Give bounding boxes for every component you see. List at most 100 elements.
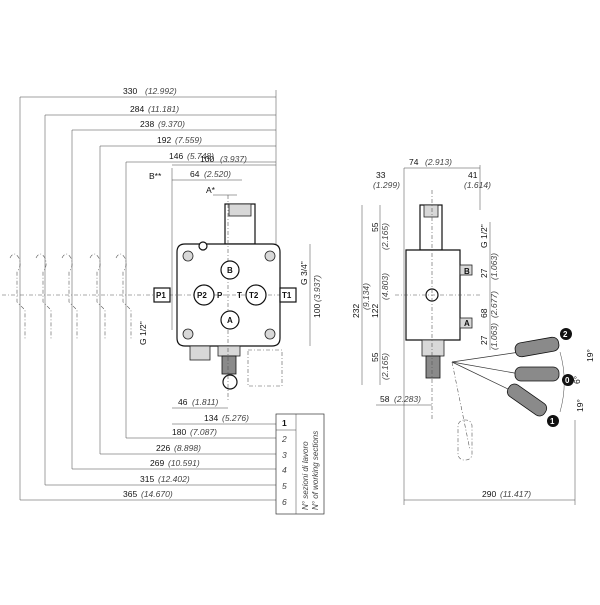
dim-100v-in: (3.937) (312, 275, 322, 302)
dim-192-in: (7.559) (175, 135, 202, 145)
dim-68-in: (2.677) (489, 291, 499, 318)
dim-g12-front: G 1/2" (138, 321, 148, 345)
dim-27-bottom: 27 (479, 335, 489, 345)
dim-269: 269 (150, 458, 164, 468)
dim-100v: 100 (312, 304, 322, 318)
overall-dimension-lines (19, 90, 277, 300)
position-2-badge (560, 328, 572, 340)
dim-27-top-in: (1.063) (489, 253, 499, 280)
dim-58: 58 (380, 394, 390, 404)
dim-68: 68 (479, 308, 489, 318)
dim-180-in: (7.087) (190, 427, 217, 437)
dim-55-top: 55 (370, 222, 380, 232)
dim-27-top: 27 (479, 268, 489, 278)
side-port-a: A (464, 319, 470, 328)
dim-55-bottom-in: (2.165) (380, 353, 390, 380)
dim-100-in: (3.937) (220, 154, 247, 164)
dim-365-in: (14.670) (141, 489, 173, 499)
label-a-star: A* (206, 185, 216, 195)
port-t: T (237, 291, 242, 300)
section-number-2: 2 (281, 434, 287, 444)
section-number-6: 6 (282, 497, 287, 507)
dim-238: 238 (140, 119, 154, 129)
dim-180: 180 (172, 427, 186, 437)
sections-label-it: N° sezioni di lavoro (301, 441, 310, 510)
side-port-b: B (464, 267, 470, 276)
dim-238-in: (9.370) (158, 119, 185, 129)
dim-330: 330 (123, 86, 137, 96)
position-0-badge (562, 374, 574, 386)
port-b: B (227, 266, 233, 275)
dim-58-in: (2.283) (394, 394, 421, 404)
dim-g34: G 3/4" (299, 261, 309, 285)
dim-290: 290 (482, 489, 496, 499)
dim-315-in: (12.402) (158, 474, 190, 484)
dim-33-in: (1.299) (373, 180, 400, 190)
dim-232: 232 (351, 304, 361, 318)
bottom-dimension-lines (19, 300, 276, 501)
valve-body-side (395, 190, 480, 420)
position-1-badge (547, 415, 559, 427)
label-b-double-star: B** (149, 171, 162, 181)
dim-122-in: (4.803) (380, 273, 390, 300)
dim-290-in: (11.417) (500, 489, 531, 499)
dim-284-in: (11.181) (148, 104, 179, 114)
dim-27-bottom-in: (1.063) (489, 323, 499, 350)
position-2: 2 (563, 330, 568, 339)
dim-269-in: (10.591) (168, 458, 200, 468)
angle-19-bottom: 19° (575, 399, 585, 412)
dim-55-bottom: 55 (370, 352, 380, 362)
angle-19-top: 19° (585, 349, 595, 362)
port-p1-box (153, 287, 171, 303)
dim-134-in: (5.276) (222, 413, 249, 423)
dim-64: 64 (190, 169, 200, 179)
dim-315: 315 (140, 474, 154, 484)
port-a-circle (220, 310, 240, 330)
section-number-1: 1 (282, 418, 287, 428)
port-a: A (227, 316, 233, 325)
dim-74-in: (2.913) (425, 157, 452, 167)
port-p1: P1 (156, 291, 166, 300)
dim-74: 74 (409, 157, 419, 167)
dim-100: 100 (200, 154, 214, 164)
dim-46-in: (1.811) (192, 397, 218, 407)
dim-226: 226 (156, 443, 170, 453)
dim-46: 46 (178, 397, 188, 407)
port-p2-circle (193, 284, 215, 306)
control-levers (451, 336, 565, 461)
dim-284: 284 (130, 104, 144, 114)
dim-41-in: (1.614) (464, 180, 491, 190)
dim-41: 41 (468, 170, 478, 180)
dim-64-in: (2.520) (204, 169, 231, 179)
dim-side-g12: G 1/2" (479, 224, 489, 248)
dim-134: 134 (204, 413, 218, 423)
port-t2: T2 (249, 291, 259, 300)
section-number-3: 3 (282, 450, 287, 460)
port-t1-box (279, 287, 297, 303)
dim-146-in: (5.748) (187, 151, 214, 161)
angle-6: 6° (572, 376, 582, 384)
port-p: P (217, 291, 223, 300)
sections-label-en: N° of working sections (311, 431, 320, 510)
position-1: 1 (550, 417, 555, 426)
section-number-5: 5 (282, 481, 287, 491)
port-t2-circle (245, 284, 267, 306)
position-0: 0 (565, 376, 570, 385)
additional-section-outlines (2, 253, 165, 340)
port-b-circle (220, 260, 240, 280)
dim-122: 122 (370, 304, 380, 318)
valve-body-front (160, 195, 295, 400)
dim-330-in: (12.992) (145, 86, 177, 96)
section-number-4: 4 (282, 465, 287, 475)
dim-192: 192 (157, 135, 171, 145)
working-sections-box (275, 413, 325, 515)
dim-226-in: (8.898) (174, 443, 201, 453)
dim-33: 33 (376, 170, 386, 180)
port-p2: P2 (197, 291, 207, 300)
dim-232-in: (9.134) (361, 283, 371, 310)
port-t1: T1 (282, 291, 292, 300)
dim-365: 365 (123, 489, 137, 499)
dim-55-top-in: (2.165) (380, 223, 390, 250)
